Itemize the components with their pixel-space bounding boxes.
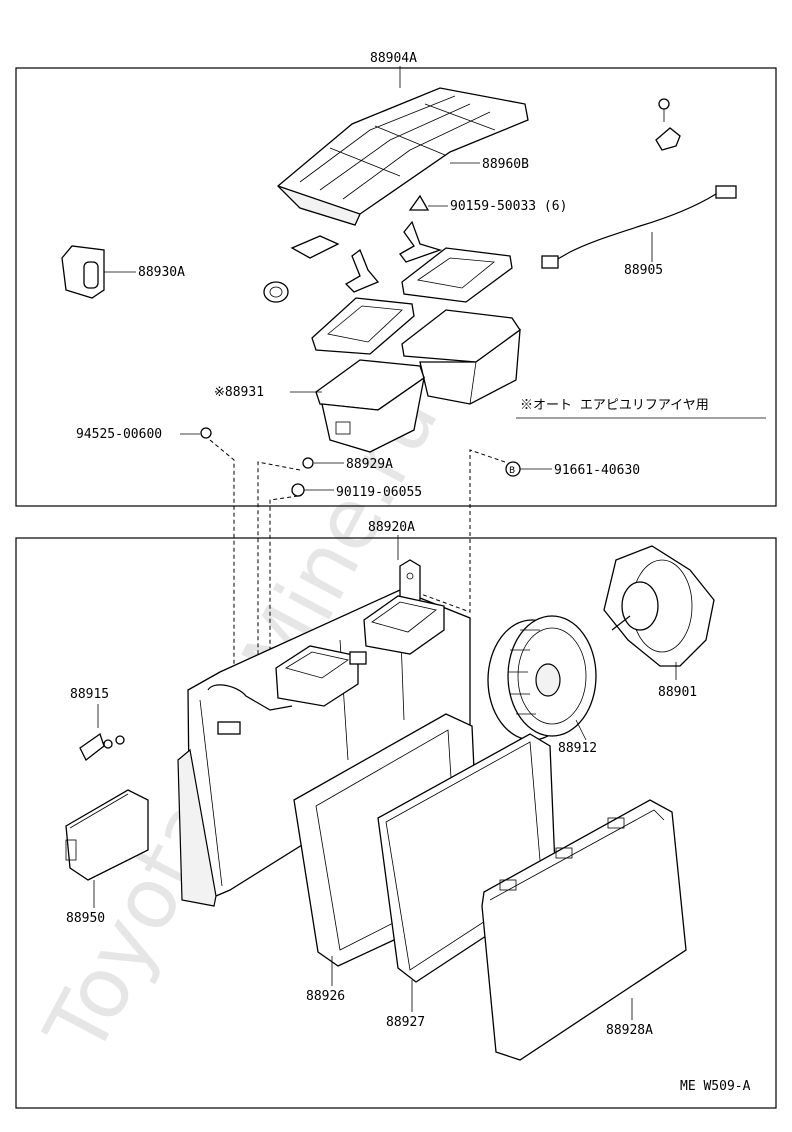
- switch-88930a-icon: [61, 245, 105, 299]
- blower-housing: [177, 589, 471, 907]
- screw-bracket-icon: [655, 98, 681, 151]
- resistor-88915-icon: [79, 732, 125, 761]
- blower-motor-88901: [603, 545, 715, 667]
- bracket-right-icon: [399, 220, 443, 263]
- clip-icon: [408, 194, 430, 211]
- label-88928a: 88928A: [606, 1023, 653, 1038]
- svg-text:B: B: [509, 466, 515, 476]
- box-right: [401, 309, 521, 405]
- label-88931: ※88931: [214, 385, 264, 400]
- actuator-box: [275, 645, 367, 707]
- clip-94525-icon: [200, 427, 212, 439]
- label-88915: 88915: [70, 687, 109, 702]
- box-88931: [315, 359, 425, 453]
- filter-cover-88960b: [277, 87, 529, 226]
- bolt-90119-icon: [291, 483, 305, 497]
- label-88950: 88950: [66, 911, 105, 926]
- cover-88928a: [481, 799, 687, 1061]
- clamp-icon: [263, 281, 289, 303]
- gasket-left: [311, 297, 415, 355]
- control-unit-box: [363, 595, 445, 655]
- label-88960b: 88960B: [482, 157, 529, 172]
- label-88926: 88926: [306, 989, 345, 1004]
- label-88901: 88901: [658, 685, 697, 700]
- label-88905: 88905: [624, 263, 663, 278]
- label-91661: 91661-40630: [554, 463, 640, 478]
- upper-assembly-label: 88904A: [370, 51, 417, 66]
- label-94525: 94525-00600: [76, 427, 162, 442]
- lower-assembly-label: 88920A: [368, 520, 415, 535]
- label-88929a: 88929A: [346, 457, 393, 472]
- wire-harness-88905: [541, 185, 737, 269]
- blower-fan-88912: [487, 615, 597, 741]
- label-88912: 88912: [558, 741, 597, 756]
- bolt-88929a-icon: [302, 457, 314, 469]
- bracket-left-icon: [344, 248, 380, 293]
- label-88930a: 88930A: [138, 265, 185, 280]
- upper-assembly-frame: [15, 67, 777, 507]
- pad-icon: [290, 235, 340, 259]
- figure-code: ME W509-A: [680, 1079, 751, 1094]
- harness-connector: [217, 721, 241, 735]
- lower-assembly-frame: [15, 537, 777, 1109]
- note-auto-air-purifier: ※オート エアピユリフアイヤ用: [520, 398, 709, 413]
- amplifier-88950-icon: [65, 789, 149, 881]
- label-90119: 90119-06055: [336, 485, 422, 500]
- label-88927: 88927: [386, 1015, 425, 1030]
- label-90159: 90159-50033 (6): [450, 199, 567, 214]
- gasket-right: [401, 247, 513, 303]
